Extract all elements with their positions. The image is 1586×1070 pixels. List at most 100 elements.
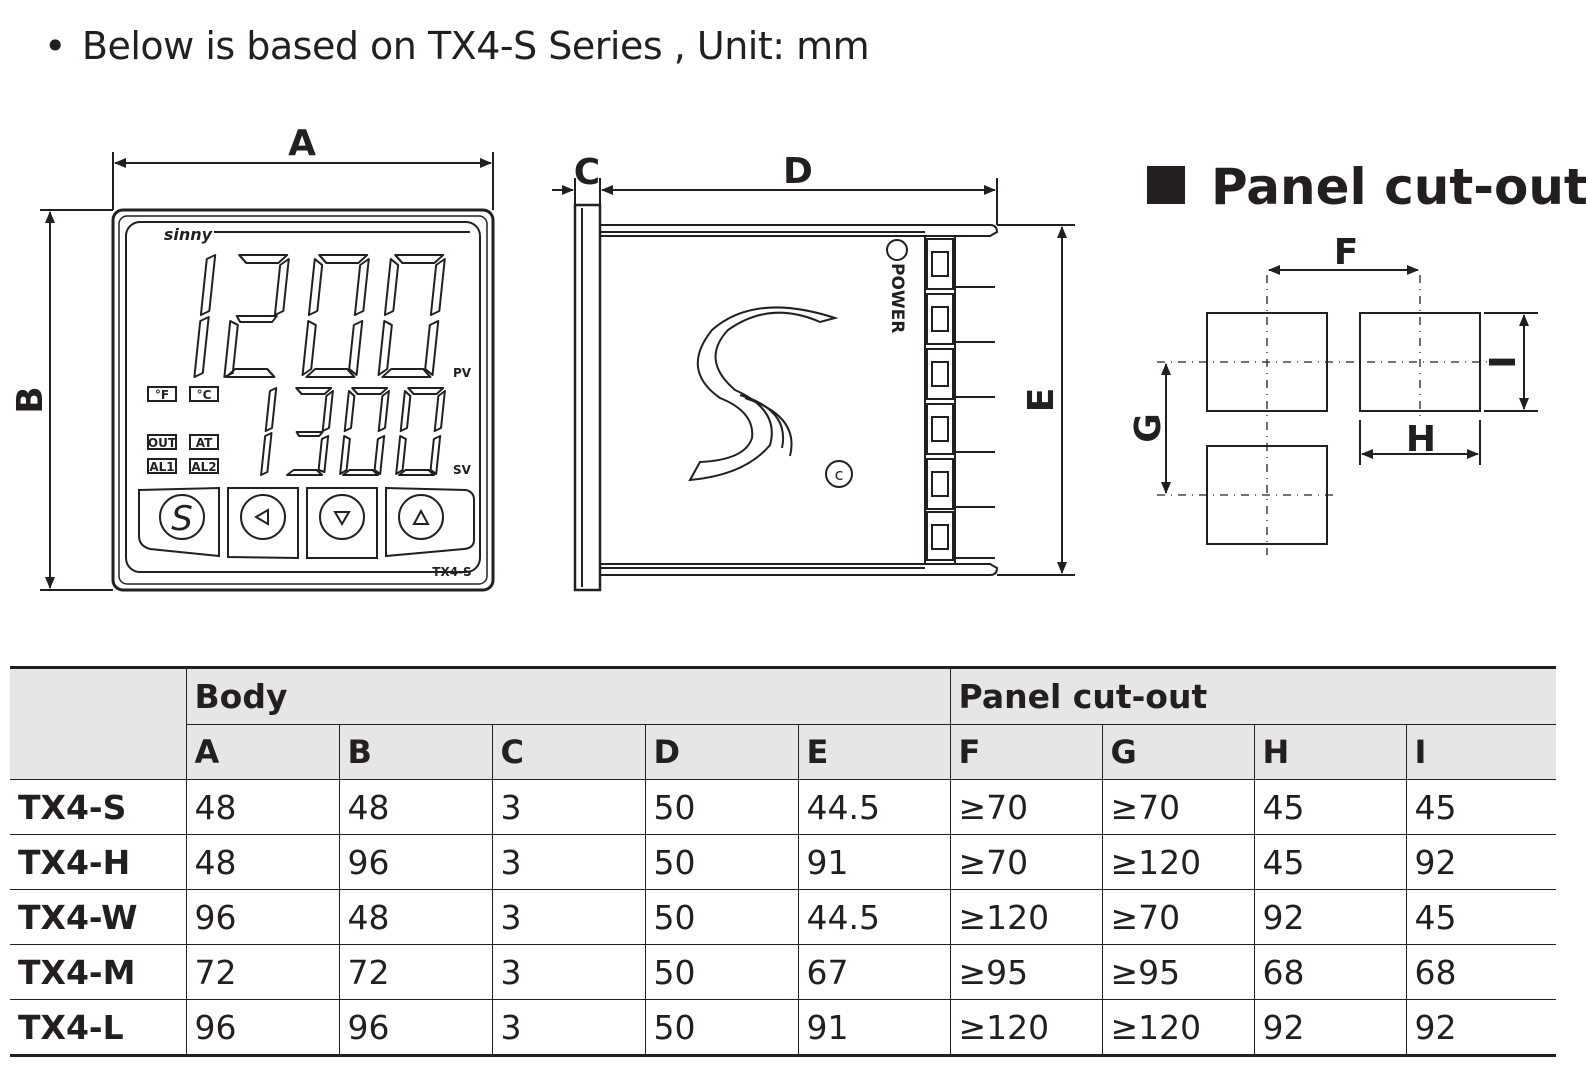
value-cell: 50	[644, 834, 798, 890]
table-row: TX4-L 96 96 3 50 91 ≥120 ≥120 92 92	[10, 999, 1557, 1057]
model-cell: TX4-S	[10, 779, 186, 835]
terminal	[926, 293, 995, 345]
value-cell: 45	[1405, 779, 1557, 835]
svg-text:°F: °F	[155, 388, 169, 402]
svg-text:AT: AT	[196, 436, 213, 450]
dimension-label-g: G	[1128, 413, 1169, 443]
value-cell: 48	[338, 779, 492, 835]
up-button	[385, 486, 475, 558]
value-cell: 45	[1405, 889, 1557, 945]
svg-text:OUT: OUT	[148, 436, 177, 450]
dimension-table: Body Panel cut-out A B C D E F G H I TX4…	[10, 666, 1557, 1057]
panel-cutout-diagram: Panel cut-out F G H I	[1128, 158, 1586, 555]
value-cell: 3	[491, 944, 645, 1000]
table-row: TX4-S 48 48 3 50 44.5 ≥70 ≥70 45 45	[10, 779, 1557, 835]
value-cell: 92	[1405, 999, 1557, 1057]
display-window	[125, 221, 481, 573]
side-view: C D E c POWER	[552, 151, 1075, 592]
power-label: POWER	[887, 263, 907, 333]
brand-logo: sinny	[164, 225, 213, 244]
indicator-at	[189, 434, 219, 450]
indicator-c	[189, 386, 219, 402]
dimension-label-a: A	[288, 123, 316, 164]
front-buttons: S	[138, 486, 475, 560]
value-cell: ≥120	[1101, 834, 1255, 890]
dimension-label-d: D	[783, 151, 813, 192]
value-cell: 48	[185, 779, 339, 835]
value-cell: 72	[338, 944, 492, 1000]
terminal	[926, 238, 995, 290]
column-header-e: E	[797, 724, 951, 780]
front-bezel	[111, 208, 495, 592]
table-corner-cell	[10, 666, 186, 780]
value-cell: 3	[491, 779, 645, 835]
value-cell: ≥70	[949, 779, 1103, 835]
indicator-out	[147, 434, 177, 450]
terminal	[926, 403, 995, 455]
power-logo-icon	[886, 239, 908, 261]
square-bullet-icon	[1147, 166, 1185, 204]
dimension-diagram: A B sinny	[10, 123, 1586, 592]
body-group-header: Body	[185, 666, 951, 725]
value-cell: 48	[185, 834, 339, 890]
dimension-label-b: B	[10, 386, 51, 413]
value-cell: 44.5	[797, 889, 951, 945]
value-cell: ≥95	[949, 944, 1103, 1000]
value-cell: 50	[644, 889, 798, 945]
bullet: •	[44, 24, 66, 68]
model-cell: TX4-M	[10, 944, 186, 1000]
down-button	[306, 487, 378, 559]
cutout-group-header: Panel cut-out	[949, 666, 1557, 725]
table-row: TX4-H 48 96 3 50 91 ≥70 ≥120 45 92	[10, 834, 1557, 890]
value-cell: 3	[491, 834, 645, 890]
copyright-letter-icon: c	[835, 465, 844, 484]
model-label: TX4-S	[432, 565, 471, 579]
indicator-lamps: °F °C OUT AT AL1 AL2	[147, 386, 219, 474]
copyright-icon	[825, 460, 853, 488]
column-header-i: I	[1405, 724, 1557, 780]
indicator-al1	[147, 458, 177, 474]
column-header-a: A	[185, 724, 339, 780]
indicator-f	[147, 386, 177, 402]
column-header-b: B	[338, 724, 492, 780]
value-cell: 96	[338, 834, 492, 890]
value-cell: 3	[491, 999, 645, 1057]
column-header-c: C	[491, 724, 645, 780]
value-cell: 91	[797, 834, 951, 890]
terminal-block	[924, 235, 956, 565]
value-cell: 3	[491, 889, 645, 945]
cutout-title: Panel cut-out	[1211, 158, 1586, 216]
terminal	[926, 511, 995, 561]
indicator-al2	[189, 458, 219, 474]
left-button-ring	[240, 494, 286, 540]
up-arrow-icon	[412, 508, 430, 525]
s-brand-logo-shadow	[744, 397, 793, 457]
sv-digits	[260, 387, 446, 476]
dimension-label-c: C	[574, 152, 600, 193]
value-cell: ≥120	[949, 999, 1103, 1057]
down-arrow-icon	[333, 511, 351, 526]
value-cell: 92	[1253, 889, 1407, 945]
svg-text:°C: °C	[197, 388, 212, 402]
value-cell: ≥70	[1101, 889, 1255, 945]
value-cell: 44.5	[797, 779, 951, 835]
value-cell: 72	[185, 944, 339, 1000]
pv-label: PV	[453, 366, 472, 380]
value-cell: 92	[1253, 999, 1407, 1057]
value-cell: 68	[1253, 944, 1407, 1000]
model-cell: TX4-L	[10, 999, 186, 1057]
value-cell: ≥70	[1101, 779, 1255, 835]
s-brand-logo-shadow	[739, 394, 785, 449]
model-cell: TX4-H	[10, 834, 186, 890]
left-button	[227, 487, 299, 560]
column-header-g: G	[1101, 724, 1255, 780]
value-cell: 96	[185, 999, 339, 1057]
value-cell: 96	[185, 889, 339, 945]
column-header-d: D	[644, 724, 798, 780]
value-cell: 48	[338, 889, 492, 945]
value-cell: ≥70	[949, 834, 1103, 890]
value-cell: 50	[644, 779, 798, 835]
dimension-label-e: E	[1021, 388, 1062, 413]
value-cell: ≥95	[1101, 944, 1255, 1000]
dimension-label-h: H	[1406, 419, 1436, 460]
